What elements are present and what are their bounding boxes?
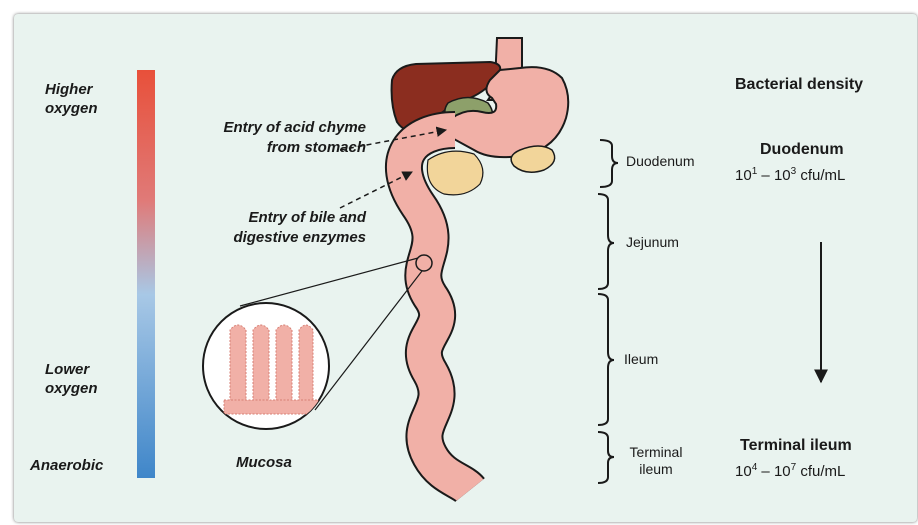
bracket-terminal-ileum <box>598 432 614 483</box>
bacterial-density-title: Bacterial density <box>735 76 863 94</box>
bracket-duodenum <box>600 140 618 187</box>
segment-jejunum-label: Jejunum <box>626 234 679 251</box>
mucosa-label: Mucosa <box>236 453 292 472</box>
zoom-line-lower <box>315 271 422 410</box>
zoom-line-upper <box>240 258 418 306</box>
segment-duodenum-label: Duodenum <box>626 153 695 170</box>
bracket-ileum <box>598 294 614 425</box>
density-duodenum-label: Duodenum <box>760 141 844 159</box>
density-terminal-ileum-value: 104 – 107 cfu/mL <box>735 463 845 480</box>
density-duodenum-value: 101 – 103 cfu/mL <box>735 167 845 184</box>
density-terminal-ileum-label: Terminal ileum <box>740 437 852 455</box>
oxygen-gradient-bar <box>137 70 155 478</box>
segment-ileum-label: Ileum <box>624 351 658 368</box>
pancreas-head <box>427 151 483 195</box>
bracket-jejunum <box>598 194 614 289</box>
anaerobic-label: Anaerobic <box>30 456 103 475</box>
